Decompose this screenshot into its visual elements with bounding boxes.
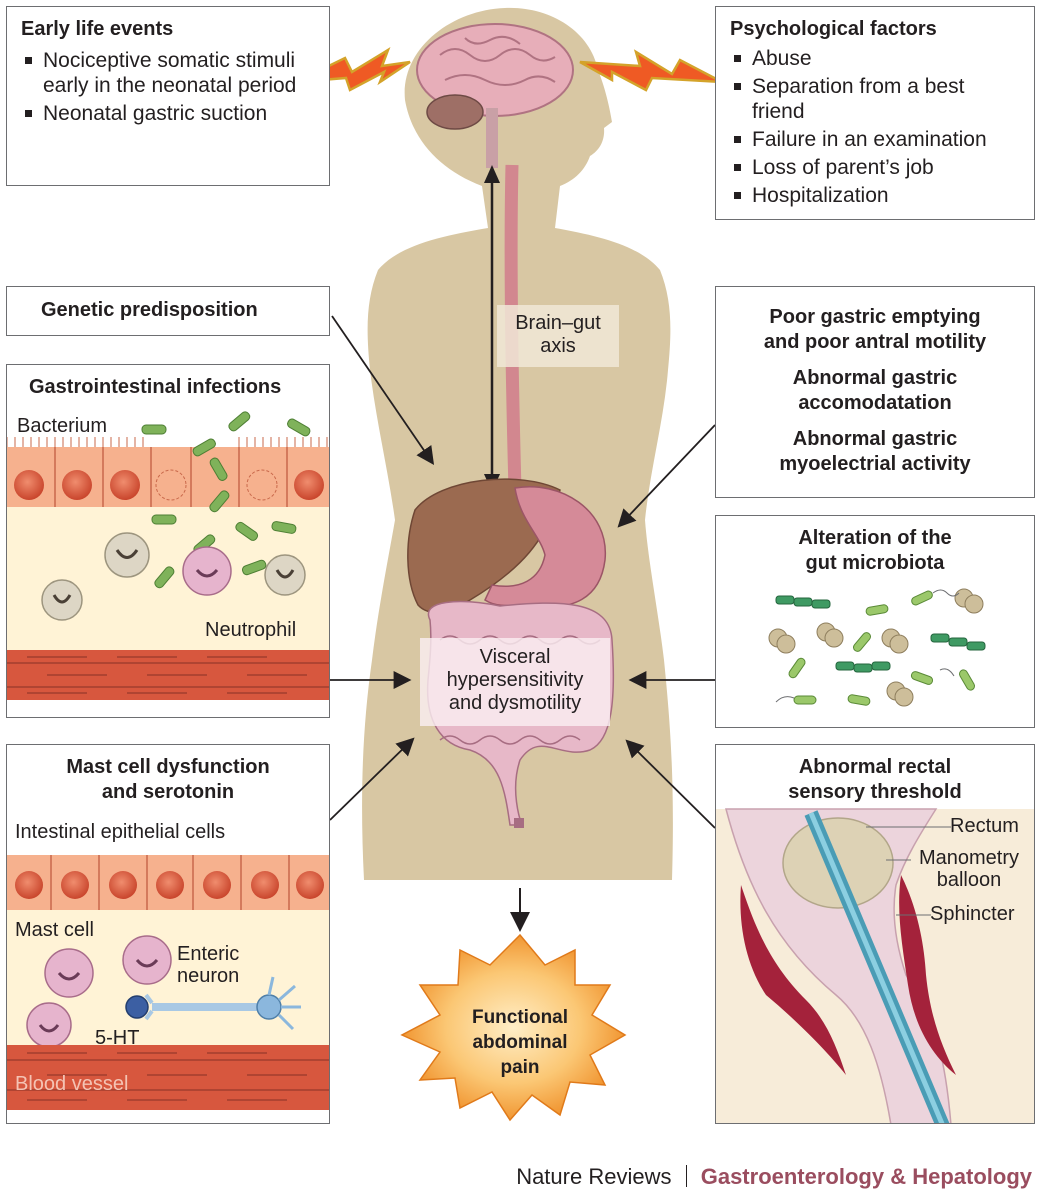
rectal-manometry-illustration bbox=[716, 808, 1034, 1123]
mast-cell-title-line: Mast cell dysfunction bbox=[66, 756, 270, 778]
brain-cerebellum bbox=[426, 94, 484, 130]
microbiota-illustration bbox=[768, 588, 986, 707]
list-item: Nociceptive somatic stimuli early in the… bbox=[21, 48, 315, 98]
gastric-motility-box: Poor gastric emptying and poor antral mo… bbox=[715, 286, 1035, 498]
sphincter-label: Sphincter bbox=[930, 903, 1015, 925]
intestinal-epithelial-cells-label: Intestinal epithelial cells bbox=[15, 821, 226, 843]
genetic-predisposition-box: Genetic predisposition bbox=[6, 286, 330, 336]
list-item: Abuse bbox=[730, 46, 1020, 71]
footer-divider bbox=[685, 1165, 687, 1187]
gastric-line: myoelectrial activity bbox=[779, 453, 971, 475]
gastric-line: Poor gastric emptying bbox=[769, 306, 981, 328]
bacterium-label: Bacterium bbox=[17, 415, 108, 437]
rectal-title-line: Abnormal rectal bbox=[798, 756, 952, 778]
pain-burst bbox=[400, 933, 627, 1122]
list-item: Failure in an examination bbox=[730, 127, 1020, 152]
journal-footer: Nature Reviews Gastroenterology & Hepato… bbox=[516, 1164, 1032, 1190]
gi-infections-title: Gastrointestinal infections bbox=[29, 376, 282, 398]
brain-stem bbox=[486, 108, 498, 168]
blood-vessel-label: Blood vessel bbox=[15, 1073, 129, 1095]
psychological-factors-list: Abuse Separation from a best friend Fail… bbox=[730, 46, 1020, 208]
gastric-line: and poor antral motility bbox=[763, 331, 987, 353]
mast-cell-title-line: and serotonin bbox=[101, 781, 235, 803]
list-item: Separation from a best friend bbox=[730, 74, 1020, 124]
psychological-factors-box: Psychological factors Abuse Separation f… bbox=[715, 6, 1035, 220]
early-life-events-title: Early life events bbox=[21, 18, 174, 40]
gastric-line: accomodatation bbox=[798, 392, 952, 414]
list-item: Neonatal gastric suction bbox=[21, 101, 315, 126]
lightning-left-icon bbox=[295, 47, 411, 92]
early-life-events-list: Nociceptive somatic stimuli early in the… bbox=[21, 48, 315, 126]
journal-name: Nature Reviews bbox=[516, 1164, 672, 1189]
lightning-right-icon bbox=[579, 49, 723, 92]
early-life-events-box: Early life events Nociceptive somatic st… bbox=[6, 6, 330, 186]
mast-cell-label: Mast cell bbox=[15, 919, 94, 941]
gut-microbiota-box: Alteration of the gut microbiota bbox=[715, 515, 1035, 728]
rectum-label: Rectum bbox=[950, 815, 1019, 837]
microbiota-title-line: Alteration of the bbox=[798, 527, 952, 549]
list-item: Loss of parent’s job bbox=[730, 155, 1020, 180]
gastric-line: Abnormal gastric bbox=[792, 428, 958, 450]
genetic-predisposition-title: Genetic predisposition bbox=[41, 299, 258, 321]
list-item: Hospitalization bbox=[730, 183, 1020, 208]
mast-cell-illustration bbox=[7, 855, 329, 1110]
microbiota-title-line: gut microbiota bbox=[805, 552, 945, 574]
gastric-line: Abnormal gastric bbox=[792, 367, 958, 389]
mast-cell-dysfunction-box: Mast cell dysfunction and serotonin bbox=[6, 744, 330, 1124]
psychological-factors-title: Psychological factors bbox=[730, 18, 937, 40]
rectal-title-line: sensory threshold bbox=[788, 781, 962, 803]
serotonin-label: 5-HT bbox=[95, 1027, 140, 1049]
gi-infection-illustration bbox=[7, 411, 329, 700]
neutrophil-label: Neutrophil bbox=[205, 619, 297, 641]
rectal-sensory-box: Abnormal rectal sensory threshold Rectum… bbox=[715, 744, 1035, 1124]
gastrointestinal-infections-box: Gastrointestinal infections bbox=[6, 364, 330, 718]
journal-section: Gastroenterology & Hepatology bbox=[700, 1164, 1032, 1189]
